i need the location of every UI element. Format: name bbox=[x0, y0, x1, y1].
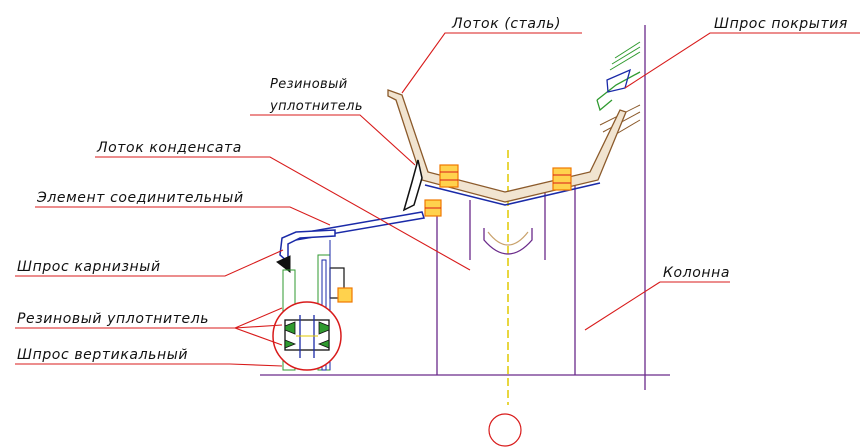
bolt-left-lower bbox=[424, 199, 442, 217]
top-rubber-seal bbox=[402, 159, 423, 212]
eave-seal bbox=[276, 255, 291, 274]
label-connecting-element: Элемент соединительный bbox=[36, 190, 244, 206]
eave-mullion bbox=[279, 229, 336, 264]
axis-marker-circle bbox=[488, 413, 522, 447]
label-roof-mullion: Шпрос покрытия bbox=[714, 16, 848, 32]
leader-lines bbox=[15, 32, 860, 367]
label-rubber-seal: Резиновый уплотнитель bbox=[17, 311, 209, 327]
label-vertical-mullion: Шпрос вертикальный bbox=[17, 347, 188, 363]
label-condensate-tray: Лоток конденсата bbox=[96, 140, 242, 156]
bolt-vertical bbox=[337, 287, 353, 303]
label-tray-steel: Лоток (сталь) bbox=[451, 16, 561, 32]
column bbox=[436, 25, 646, 390]
condensate-bowl bbox=[483, 228, 533, 255]
label-column: Колонна bbox=[663, 265, 730, 281]
detail-seal-profile bbox=[284, 315, 330, 358]
bolt-left-top bbox=[439, 164, 459, 188]
steel-tray bbox=[387, 89, 627, 203]
bolt-right-top bbox=[552, 167, 572, 191]
label-eave-mullion: Шпрос карнизный bbox=[17, 259, 161, 275]
condensate-bowl-inner bbox=[487, 231, 529, 246]
label-rubber-seal-top-line1: Резиновый bbox=[270, 77, 348, 92]
roof-mullion bbox=[596, 41, 641, 141]
label-rubber-seal-top-line2: уплотнитель bbox=[269, 99, 363, 114]
